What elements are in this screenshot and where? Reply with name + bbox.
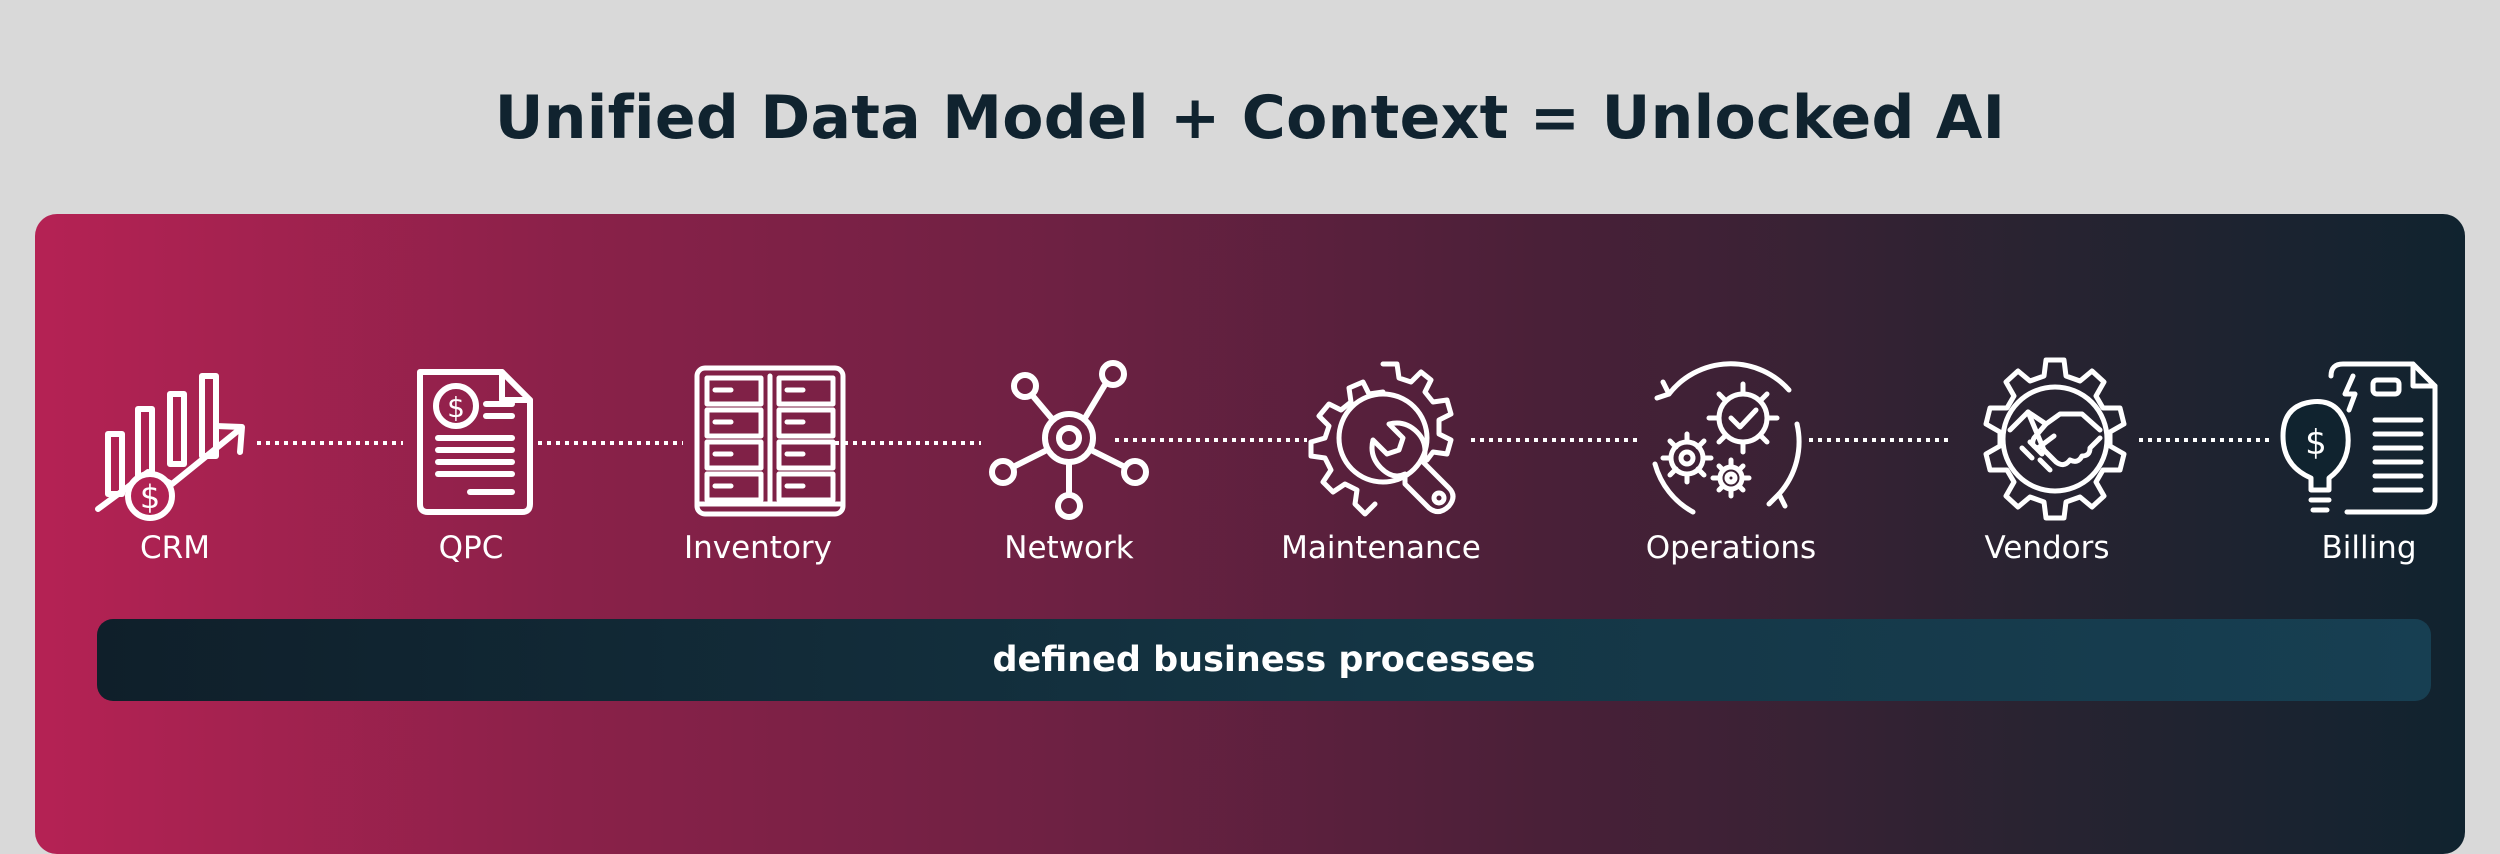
growth-chart-dollar-icon: $: [90, 354, 260, 524]
svg-text:$: $: [140, 478, 160, 516]
system-label-operations: Operations: [1645, 530, 1817, 566]
invoice-dollar-document-icon: $: [390, 354, 560, 524]
system-label-crm: CRM: [140, 530, 210, 566]
systems-panel: $ $: [35, 214, 2465, 854]
wrench-gear-icon: [1305, 354, 1475, 524]
system-label-network: Network: [1004, 530, 1134, 566]
system-label-billing: Billing: [2321, 530, 2417, 566]
handshake-gear-icon: [1970, 354, 2140, 524]
bill-lightbulb-dollar-icon: $: [2275, 354, 2445, 524]
system-label-inventory: Inventory: [683, 530, 833, 566]
business-processes-label: defined business processes: [992, 640, 1536, 680]
system-label-qpc: QPC: [438, 530, 504, 566]
page-title: Unified Data Model + Context = Unlocked …: [494, 83, 2006, 153]
gears-check-cycle-icon: [1639, 354, 1809, 524]
business-processes-bar: defined business processes: [97, 619, 2431, 701]
svg-text:$: $: [447, 391, 465, 424]
storage-rack-icon: [685, 354, 855, 524]
network-nodes-icon: [985, 354, 1155, 524]
svg-text:$: $: [2305, 423, 2327, 463]
system-label-vendors: Vendors: [1984, 530, 2110, 566]
system-label-maintenance: Maintenance: [1281, 530, 1481, 566]
dotted-connectors: [257, 438, 2271, 445]
